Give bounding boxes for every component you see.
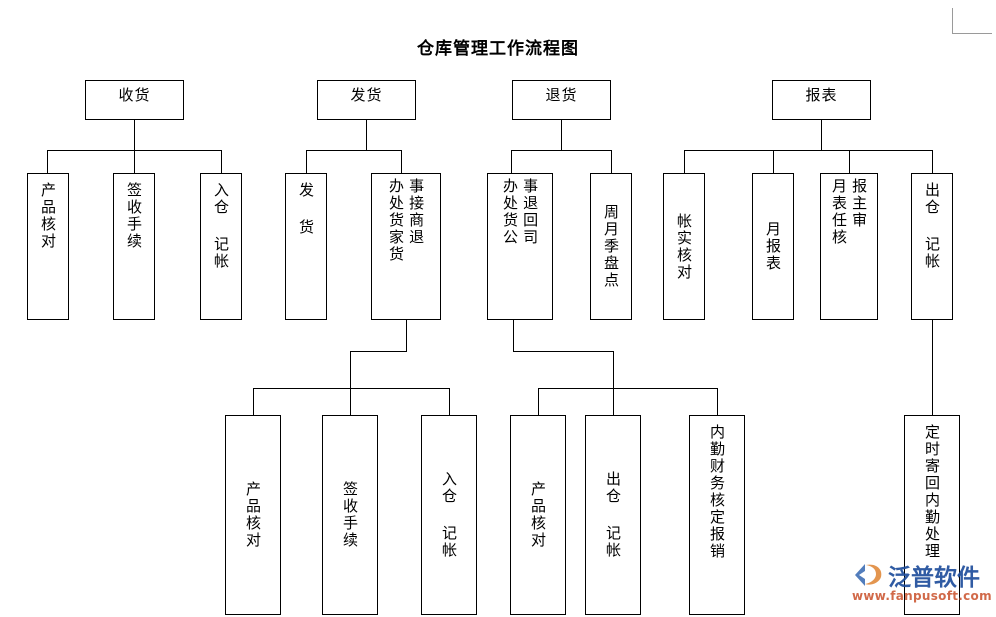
- connector-n9-jog: [350, 351, 407, 352]
- connector-n10-to-n20: [613, 388, 614, 415]
- node-label: 发 货: [297, 182, 316, 236]
- node-chucang-jizhang-1[interactable]: 出仓 记帐: [911, 173, 953, 320]
- node-label: 产品核对: [39, 182, 58, 250]
- node-baobiao-zhuren-shenhe[interactable]: 报主审 月表任核: [820, 173, 878, 320]
- node-zhou-yue-ji-pandian[interactable]: 周月季盘点: [590, 173, 632, 320]
- node-label: 产品核对: [244, 481, 263, 549]
- connector-n10-to-n21: [717, 388, 718, 415]
- node-neiqin-caiwu-hedian-baoxiao[interactable]: 内勤财务核定报销: [689, 415, 745, 615]
- node-label: 出仓 记帐: [923, 182, 942, 270]
- node-label: 出仓 记帐: [604, 471, 623, 559]
- connector-fahuo-bus: [306, 150, 402, 151]
- connector-baobiao-to-n13: [773, 150, 774, 173]
- connector-n9-drop: [406, 320, 407, 351]
- node-label: 内勤财务核定报销: [708, 424, 727, 560]
- connector-baobiao-bus: [684, 150, 932, 151]
- node-chanpin-hedui-1[interactable]: 产品核对: [27, 173, 69, 320]
- node-label: 周月季盘点: [602, 204, 621, 289]
- connector-n9-bus: [253, 388, 449, 389]
- connector-shouhuo-to-n5: [47, 150, 48, 173]
- connector-shouhuo-stem: [134, 120, 135, 150]
- connector-tuihuo-stem: [561, 120, 562, 150]
- node-label: 定时寄回内勤处理: [923, 424, 942, 560]
- node-label: 帐实核对: [675, 212, 694, 281]
- node-label-col-2: 办处货家货: [387, 178, 405, 263]
- connector-n9-to-n17: [350, 388, 351, 415]
- node-label: 报表: [805, 86, 838, 104]
- node-label-col-1: 事接商退: [407, 178, 426, 246]
- node-shouhuo[interactable]: 收货: [85, 80, 184, 120]
- node-fahuo[interactable]: 发货: [317, 80, 416, 120]
- node-dingshi-jihui-neiqin-chuli[interactable]: 定时寄回内勤处理: [904, 415, 960, 615]
- connector-fahuo-to-n8: [306, 150, 307, 173]
- connector-n9-to-n16: [253, 388, 254, 415]
- connector-tuihuo-bus: [511, 150, 611, 151]
- connector-baobiao-to-n14: [849, 150, 850, 173]
- node-label-col-2: 月表任核: [830, 178, 848, 246]
- connector-fahuo-stem: [366, 120, 367, 150]
- diagram-title: 仓库管理工作流程图: [417, 39, 579, 59]
- node-label-col-2: 办处货公: [501, 178, 519, 246]
- connector-shouhuo-to-n7: [221, 150, 222, 173]
- node-label: 月报表: [764, 221, 783, 272]
- node-label: 入仓 记帐: [440, 471, 459, 559]
- node-tuihui-gongsi[interactable]: 事退回司 办处货公: [487, 173, 553, 320]
- node-label: 入仓 记帐: [212, 182, 231, 270]
- node-jie-shangjia-tuihuo[interactable]: 事接商退 办处货家货: [371, 173, 441, 320]
- node-rucang-jizhang-2[interactable]: 入仓 记帐: [421, 415, 477, 615]
- connector-n9-to-n18: [449, 388, 450, 415]
- connector-fahuo-to-n9: [401, 150, 402, 173]
- node-chucang-jizhang-2[interactable]: 出仓 记帐: [585, 415, 641, 615]
- connector-n10-drop: [513, 320, 514, 351]
- node-label-col-1: 事退回司: [521, 178, 540, 246]
- node-yue-baobiao[interactable]: 月报表: [752, 173, 794, 320]
- node-chanpin-hedui-3[interactable]: 产品核对: [510, 415, 566, 615]
- node-qianshou-shouxu-2[interactable]: 签收手续: [322, 415, 378, 615]
- node-label-col-1: 报主审: [850, 178, 869, 229]
- page-crop-mark: [952, 8, 996, 44]
- node-rucang-jizhang-1[interactable]: 入仓 记帐: [200, 173, 242, 320]
- node-label: 签收手续: [341, 481, 360, 549]
- connector-baobiao-stem: [821, 120, 822, 150]
- node-label: 退货: [545, 86, 578, 104]
- connector-n10-drop2: [613, 351, 614, 388]
- node-zhangshi-hedui[interactable]: 帐实核对: [663, 173, 705, 320]
- connector-n10-jog: [513, 351, 614, 352]
- connector-n15-to-n22: [932, 320, 933, 415]
- connector-n9-drop2: [350, 351, 351, 388]
- node-label: 签收手续: [125, 182, 144, 250]
- node-fahuo-child[interactable]: 发 货: [285, 173, 327, 320]
- connector-tuihuo-to-n11: [611, 150, 612, 173]
- node-chanpin-hedui-2[interactable]: 产品核对: [225, 415, 281, 615]
- connector-baobiao-to-n12: [684, 150, 685, 173]
- node-label: 收货: [118, 86, 151, 104]
- connector-tuihuo-to-n10: [511, 150, 512, 173]
- connector-shouhuo-to-n6: [134, 150, 135, 173]
- node-label: 产品核对: [529, 481, 548, 549]
- node-baobiao[interactable]: 报表: [772, 80, 871, 120]
- node-tuihuo[interactable]: 退货: [512, 80, 611, 120]
- fanpu-logo-icon: [855, 564, 882, 586]
- node-label: 发货: [350, 86, 383, 104]
- connector-n10-bus: [538, 388, 718, 389]
- connector-n10-to-n19: [538, 388, 539, 415]
- node-qianshou-shouxu-1[interactable]: 签收手续: [113, 173, 155, 320]
- connector-baobiao-to-n15: [932, 150, 933, 173]
